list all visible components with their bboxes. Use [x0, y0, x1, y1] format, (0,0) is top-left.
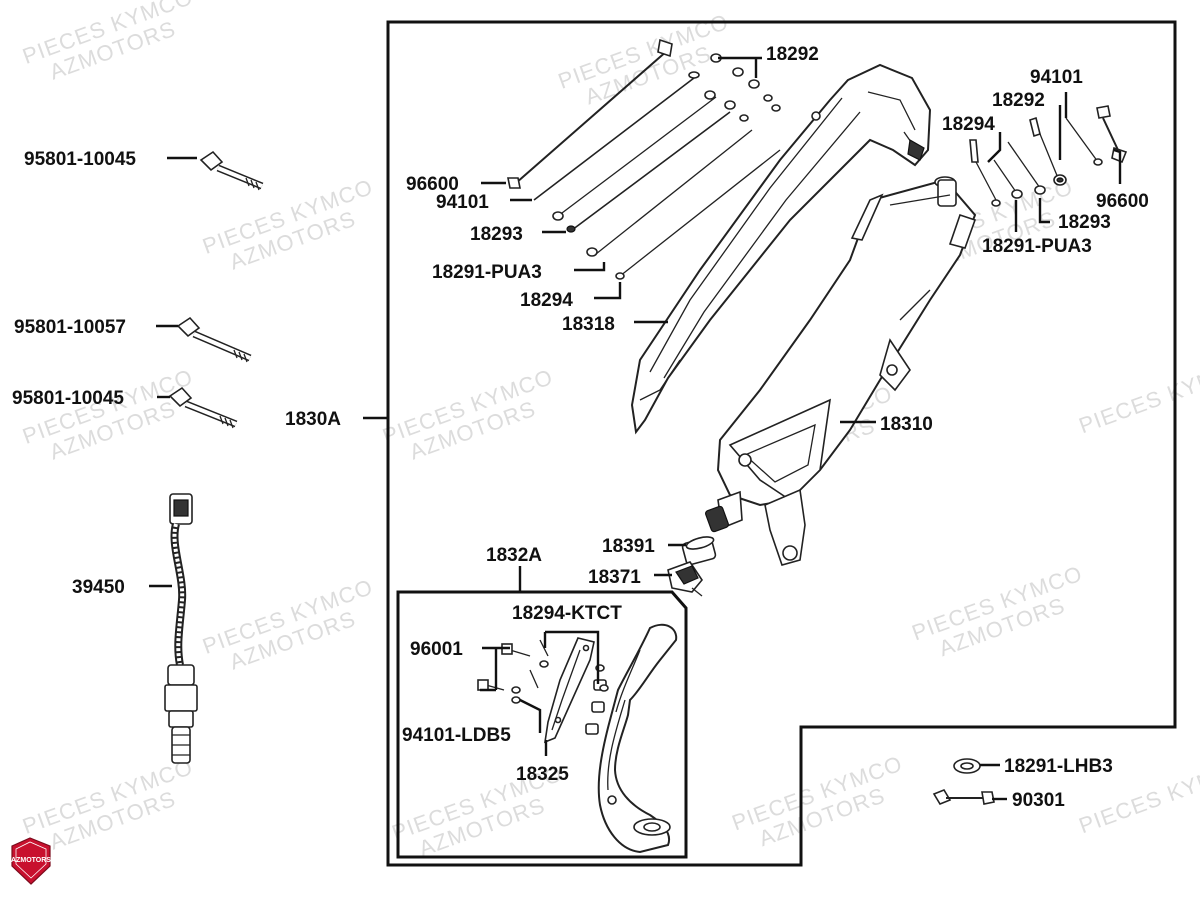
part-label: 18391 — [602, 536, 655, 557]
heat-shield-18318 — [630, 63, 932, 435]
subassembly-1832a-frame — [396, 590, 688, 859]
clamp-18371 — [667, 561, 703, 597]
part-label: 18291-PUA3 — [432, 262, 542, 283]
part-label: 18293 — [470, 224, 523, 245]
part-label: 94101 — [436, 192, 489, 213]
part-label: 18371 — [588, 567, 641, 588]
part-label: 96600 — [1096, 191, 1149, 212]
part-label: 18293 — [1058, 212, 1111, 233]
part-label: 18325 — [516, 764, 569, 785]
assembly-label: 1830A — [285, 409, 341, 430]
subassembly-label: 1832A — [486, 545, 542, 566]
part-label: 95801-10045 — [12, 388, 124, 409]
leader-lines — [149, 56, 1122, 801]
azmotors-logo: AZMOTORS — [11, 837, 51, 885]
exhaust-pipe-1832a — [585, 623, 678, 854]
part-label: 18294-KTCT — [512, 603, 622, 624]
part-label: 18294 — [942, 114, 995, 135]
part-label: 39450 — [72, 577, 125, 598]
part-label: 18292 — [992, 90, 1045, 111]
part-label: 90301 — [1012, 790, 1065, 811]
part-label: 94101 — [1030, 67, 1083, 88]
hardware-set-right — [969, 105, 1128, 207]
bolt-90301 — [932, 789, 995, 805]
part-label: 18318 — [562, 314, 615, 335]
watermark-text: PIECES KYMCO — [1076, 353, 1200, 438]
part-label: 18292 — [766, 44, 819, 65]
part-label: 94101-LDB5 — [402, 725, 511, 746]
heat-protector-18325 — [544, 637, 595, 744]
part-label: 96600 — [406, 174, 459, 195]
washer-18291-lhb3 — [953, 758, 981, 774]
hardware-set-left — [507, 38, 781, 280]
bolt-95801-10045-bottom — [168, 386, 238, 429]
oxygen-sensor-39450 — [164, 493, 198, 764]
part-label: 96001 — [410, 639, 463, 660]
bolt-95801-10057 — [176, 316, 252, 363]
part-label: 18291-PUA3 — [982, 236, 1092, 257]
part-labels: 95801-10045 95801-10057 95801-10045 3945… — [12, 44, 1149, 811]
part-label: 18294 — [520, 290, 573, 311]
part-label: 95801-10057 — [14, 317, 126, 338]
part-label: 18291-LHB3 — [1004, 756, 1113, 777]
logo-text: AZMOTORS — [11, 857, 51, 864]
part-label: 18310 — [880, 414, 933, 435]
muffler-18310 — [705, 176, 977, 566]
bolt-95801-10045-top — [199, 150, 264, 191]
gasket-18391 — [681, 536, 717, 566]
part-label: 95801-10045 — [24, 149, 136, 170]
assembly-1830a-frame — [386, 20, 1177, 867]
